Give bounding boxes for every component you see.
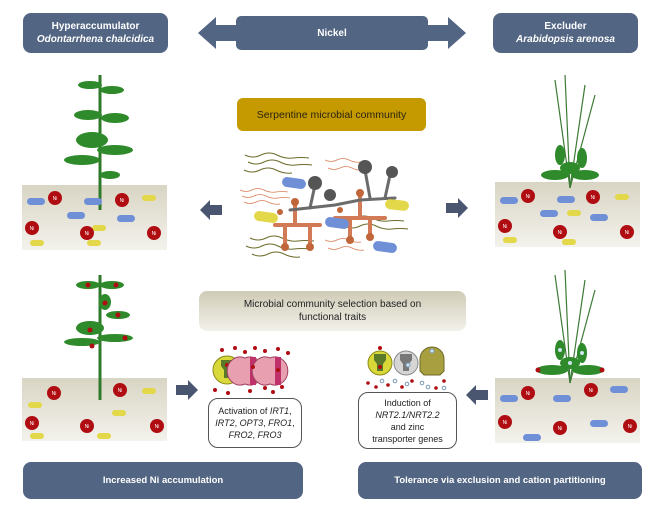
- nickel-double-arrow: [198, 16, 466, 50]
- iron-transporters-illustration: [212, 346, 290, 395]
- induction-line4: transporter genes: [372, 433, 443, 444]
- grey-mycelium: [288, 168, 397, 212]
- fungal-network: [273, 193, 387, 247]
- ni-label: Ni: [120, 198, 125, 204]
- ni-label: Ni: [591, 195, 596, 201]
- hyperaccumulator-label: Hyperaccumulator: [51, 21, 140, 32]
- hyperaccumulator-plant-panel-upper: [22, 185, 167, 250]
- induction-prefix: Induction of: [384, 397, 431, 408]
- ni-label: Ni: [625, 230, 630, 236]
- nitrate-zinc-transporters-illustration: [366, 346, 447, 391]
- soil-organisms-upper-right: Ni Ni Ni Ni Ni: [495, 182, 640, 247]
- hyperaccumulator-box: Hyperaccumulator Odontarrhena chalcidica: [23, 13, 168, 53]
- increased-ni-accumulation-label: Increased Ni accumulation: [102, 475, 224, 486]
- spores: [277, 189, 374, 251]
- hyperaccumulator-plant-panel-lower: [22, 378, 167, 441]
- gene-fro2: FRO2: [228, 430, 253, 440]
- ni-label: Ni: [558, 230, 563, 236]
- ni-label: Ni: [118, 388, 123, 394]
- right-arrow-upper: [446, 198, 468, 218]
- nickel-label: Nickel: [317, 27, 347, 39]
- ni-label: Ni: [152, 231, 157, 237]
- ni-label: Ni: [52, 391, 57, 397]
- ni-label: Ni: [526, 194, 531, 200]
- induction-genes-box: Induction of NRT2.1/NRT2.2 and zinc tran…: [358, 392, 457, 449]
- soil-organisms-lower-right: Ni Ni Ni Ni Ni: [495, 378, 640, 443]
- ni-label: Ni: [30, 421, 35, 427]
- ni-label: Ni: [30, 226, 35, 232]
- ni-label: Ni: [558, 426, 563, 432]
- ni-label: Ni: [503, 420, 508, 426]
- ni-particles: [213, 346, 290, 395]
- increased-ni-accumulation-box: Increased Ni accumulation: [23, 462, 303, 499]
- gene-fro3: FRO3: [257, 430, 282, 440]
- tolerance-label: Tolerance via exclusion and cation parti…: [394, 475, 606, 486]
- gene-opt3: OPT3: [239, 418, 264, 428]
- gene-nrt2: NRT2.1/NRT2.2: [375, 409, 440, 420]
- bacteria: [254, 177, 409, 253]
- serpentine-community-label: Serpentine microbial community: [237, 98, 426, 131]
- activation-prefix: Activation of: [218, 406, 270, 416]
- gene-fro1: FRO1: [268, 418, 293, 428]
- hyperaccumulator-plant-upper: [64, 75, 133, 210]
- gene-irt2: IRT2: [215, 418, 235, 428]
- ni-label: Ni: [503, 224, 508, 230]
- excluder-plant-upper: [541, 74, 599, 189]
- excluder-plant-lower: [535, 269, 605, 384]
- excluder-label: Excluder: [544, 21, 587, 32]
- gene-irt1: IRT1: [269, 406, 290, 416]
- induction-line3: and zinc: [390, 421, 425, 432]
- activation-genes-box: Activation of IRT1, IRT2, OPT3, FRO1, FR…: [208, 398, 302, 448]
- fungal-hyphae-red: [239, 158, 365, 251]
- sporangia: [308, 160, 398, 201]
- selection-label: Microbial community selection based on f…: [199, 291, 466, 331]
- ni-label: Ni: [628, 424, 633, 430]
- ni-label: Ni: [85, 231, 90, 237]
- tolerance-box: Tolerance via exclusion and cation parti…: [358, 462, 642, 499]
- soil-organisms-upper-left: Ni Ni Ni Ni Ni: [22, 185, 167, 250]
- hyperaccumulator-plant-lower: [64, 275, 133, 400]
- ni-ions: [25, 191, 161, 240]
- ni-label: Ni: [53, 196, 58, 202]
- excluder-species: Arabidopsis arenosa: [516, 34, 615, 45]
- ni-label: Ni: [526, 391, 531, 397]
- ni-label: Ni: [85, 424, 90, 430]
- ni-label: Ni: [589, 388, 594, 394]
- excluder-box: Excluder Arabidopsis arenosa: [493, 13, 638, 53]
- soil-organisms-lower-left: Ni Ni Ni Ni Ni: [22, 378, 167, 441]
- left-arrow-lower: [466, 385, 488, 405]
- microbial-community-illustration: [239, 152, 409, 258]
- hyperaccumulator-species: Odontarrhena chalcidica: [36, 34, 155, 45]
- right-arrow-lower: [176, 380, 198, 400]
- ni-in-leaves: [85, 282, 128, 349]
- left-arrow-upper: [200, 200, 222, 220]
- ni-label: Ni: [155, 424, 160, 430]
- ion-particles: [366, 378, 447, 391]
